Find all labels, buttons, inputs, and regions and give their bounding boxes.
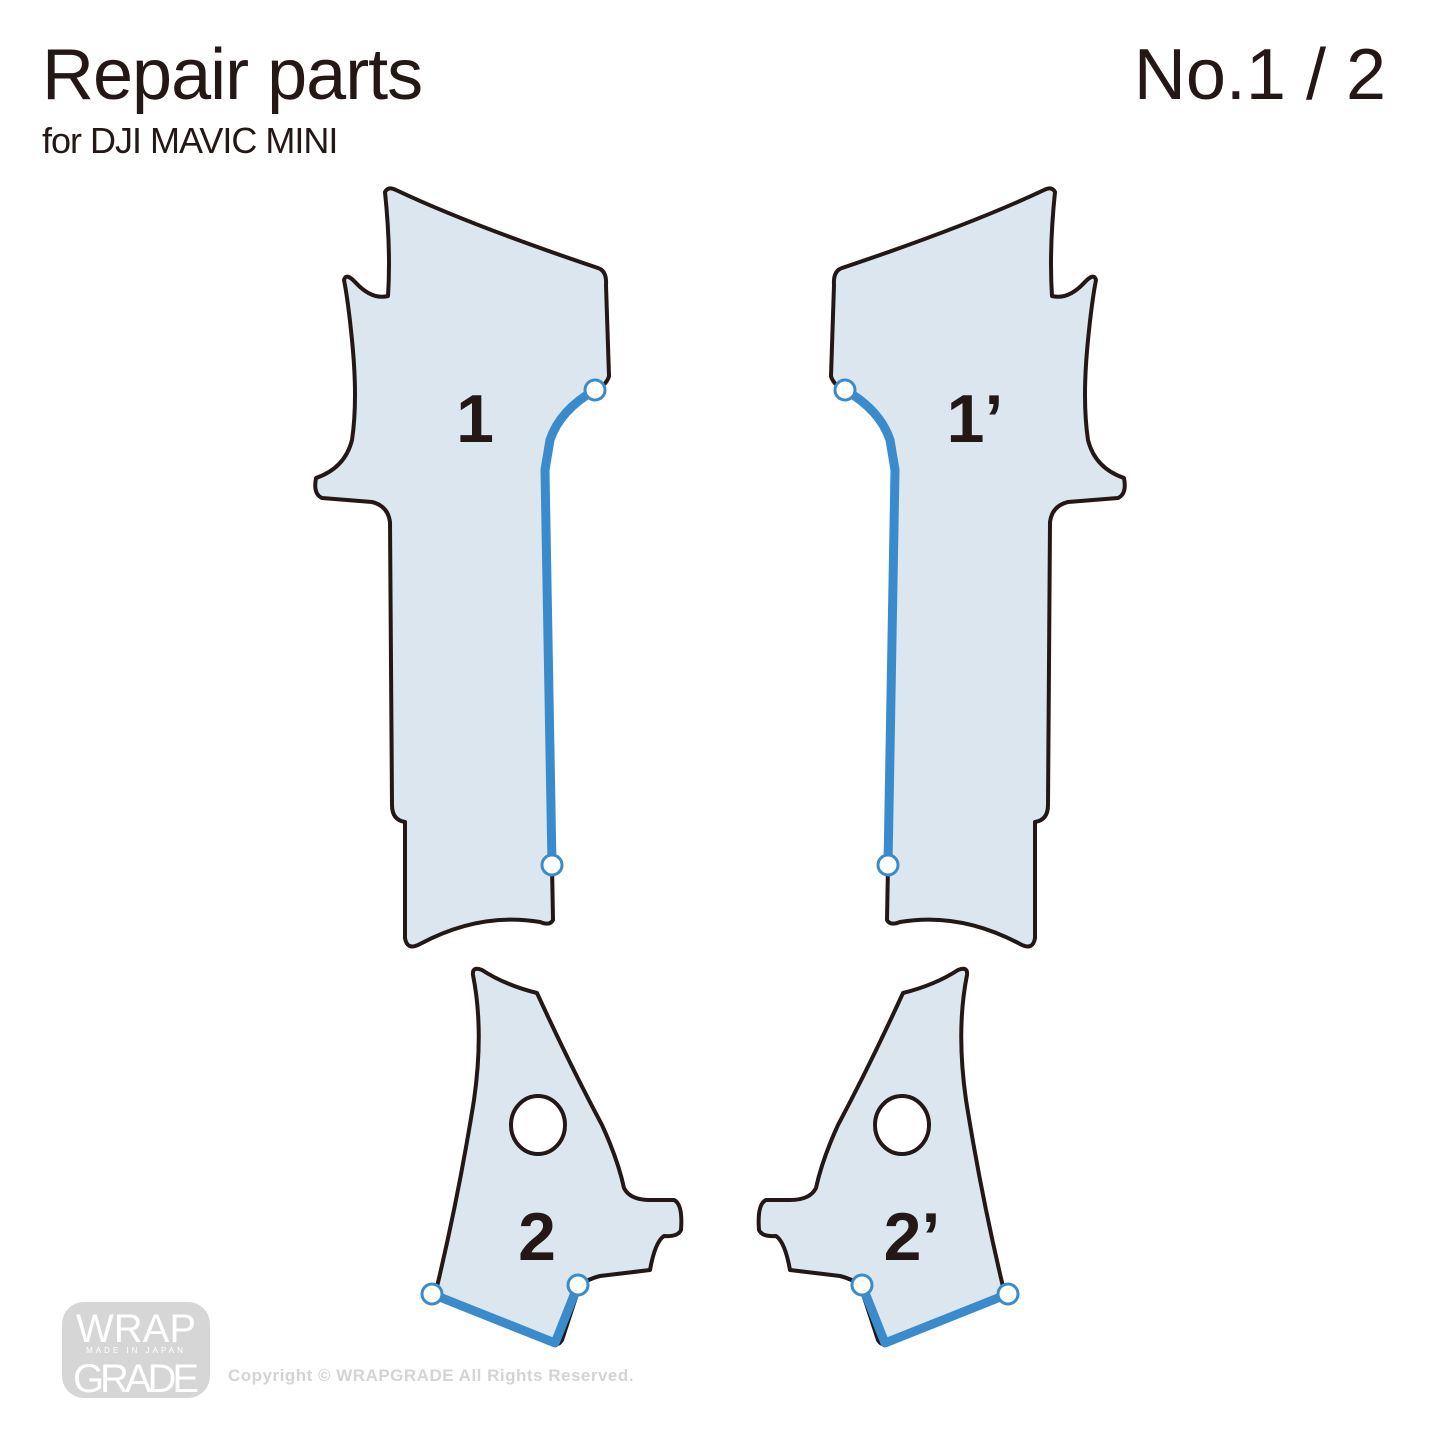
part-2: [422, 969, 681, 1345]
svg-text:GRADE: GRADE: [73, 1357, 199, 1401]
part-label-2-prime: 2’: [884, 1199, 941, 1275]
svg-text:WRAP: WRAP: [76, 1307, 196, 1351]
page-title: Repair parts: [42, 35, 423, 115]
page-number: No.1 / 2: [1133, 35, 1386, 115]
svg-text:MADE IN JAPAN: MADE IN JAPAN: [86, 1346, 186, 1355]
part-label-1: 1: [456, 381, 494, 457]
copyright-text: Copyright © WRAPGRADE All Rights Reserve…: [228, 1366, 634, 1385]
part-label-2: 2: [518, 1199, 556, 1275]
part-2-prime: [759, 969, 1018, 1345]
part-1-prime: [831, 188, 1125, 946]
page-subtitle: for DJI MAVIC MINI: [42, 120, 338, 161]
part-label-1-prime: 1’: [947, 381, 1004, 457]
part-1: [315, 188, 609, 946]
wrapgrade-logo: WRAP MADE IN JAPAN GRADE: [62, 1302, 210, 1401]
